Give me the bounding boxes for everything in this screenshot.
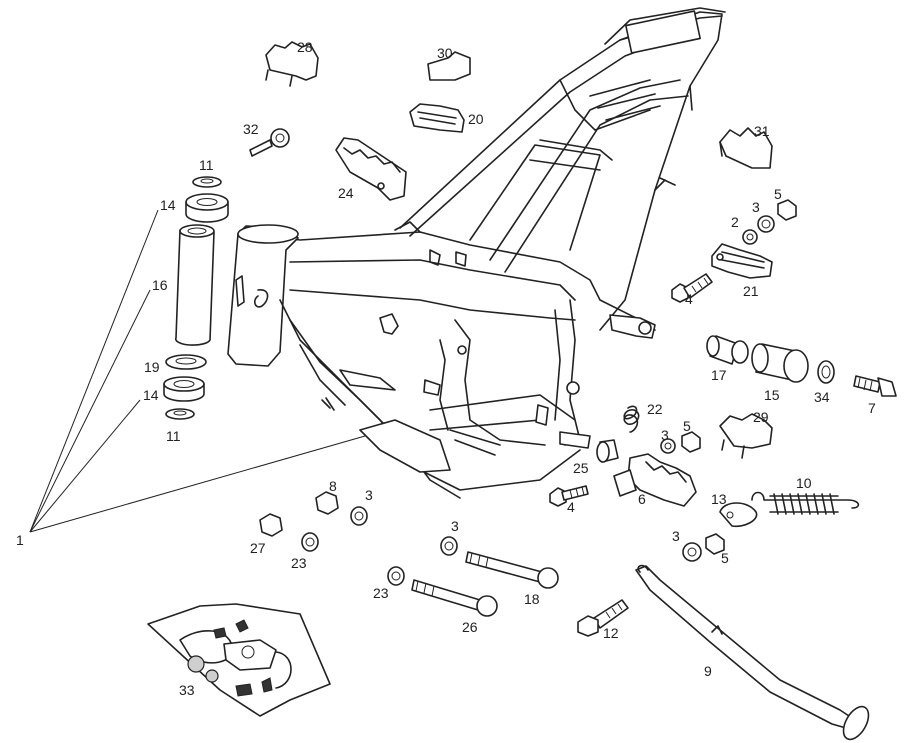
callout-5: 5 (683, 418, 691, 434)
callout-11: 11 (166, 428, 181, 444)
callout-30: 30 (437, 45, 453, 61)
steering-parts (163, 176, 229, 420)
callout-4: 4 (567, 499, 575, 515)
callout-26: 26 (462, 619, 478, 635)
callout-14: 14 (143, 387, 159, 403)
callout-15: 15 (764, 387, 780, 403)
callout-9: 9 (704, 663, 712, 679)
callout-3: 3 (365, 487, 373, 503)
callout-29: 29 (753, 409, 769, 425)
callout-31: 31 (754, 123, 770, 139)
callout-12: 12 (603, 625, 619, 641)
callout-4: 4 (685, 291, 693, 307)
callout-3: 3 (672, 528, 680, 544)
callout-33: 33 (179, 682, 195, 698)
callout-3: 3 (661, 427, 669, 443)
callout-7: 7 (868, 400, 876, 416)
main-frame (227, 7, 726, 499)
callout-22: 22 (647, 401, 663, 417)
callout-16: 16 (152, 277, 168, 293)
callout-21: 21 (743, 283, 759, 299)
fasteners (249, 128, 897, 637)
callout-6: 6 (638, 491, 646, 507)
callout-13: 13 (711, 491, 727, 507)
callout-28: 28 (297, 39, 313, 55)
callout-23: 23 (291, 555, 307, 571)
callout-11: 11 (199, 157, 214, 173)
callout-5: 5 (721, 550, 729, 566)
callout-19: 19 (144, 359, 160, 375)
callout-17: 17 (711, 367, 727, 383)
callout-10: 10 (796, 475, 812, 491)
hardware-kit-bag (147, 603, 331, 717)
callout-34: 34 (814, 389, 830, 405)
callout-14: 14 (160, 197, 176, 213)
callout-32: 32 (243, 121, 259, 137)
callout-25: 25 (573, 460, 589, 476)
callout-27: 27 (250, 540, 266, 556)
callout-1: 1 (16, 532, 24, 548)
callout-23: 23 (373, 585, 389, 601)
callout-18: 18 (524, 591, 540, 607)
callout-3: 3 (451, 518, 459, 534)
callout-24: 24 (338, 185, 354, 201)
callout-1-leaders (29, 209, 366, 533)
callout-20: 20 (468, 111, 484, 127)
side-stand (635, 564, 870, 741)
callout-3: 3 (752, 199, 760, 215)
callout-8: 8 (329, 478, 337, 494)
callout-labels: 1 2 3 3 3 3 3 4 4 5 5 5 6 7 8 9 10 11 11… (16, 39, 876, 698)
callout-2: 2 (731, 214, 739, 230)
callout-5: 5 (774, 186, 782, 202)
footpegs-and-brackets (265, 41, 773, 507)
